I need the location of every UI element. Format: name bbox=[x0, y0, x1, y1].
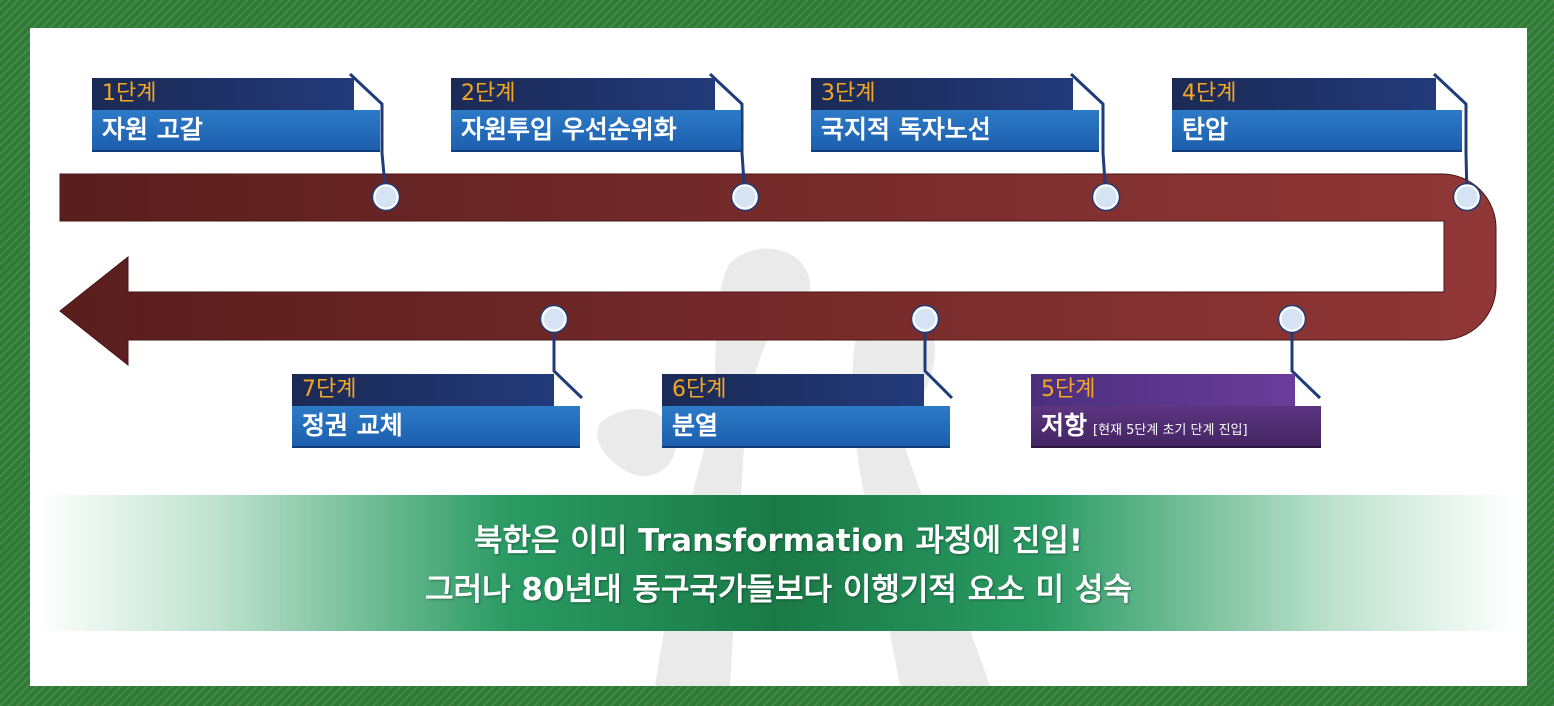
summary-line-1: 북한은 이미 Transformation 과정에 진입! bbox=[473, 523, 1084, 559]
stage-name: 자원 고갈 bbox=[92, 110, 380, 152]
stage-name: 국지적 독자노선 bbox=[811, 110, 1099, 152]
stage-name: 분열 bbox=[662, 406, 950, 448]
stage-3-card: 3단계 국지적 독자노선 bbox=[811, 78, 1099, 154]
stage-5-card-current: 5단계 저항 [현재 5단계 초기 단계 진입] bbox=[1031, 374, 1321, 450]
stage-number: 1단계 bbox=[92, 78, 354, 110]
node-stage-5 bbox=[1278, 305, 1306, 333]
stage-number: 3단계 bbox=[811, 78, 1073, 110]
stage-number: 2단계 bbox=[451, 78, 715, 110]
stage-1-card: 1단계 자원 고갈 bbox=[92, 78, 380, 154]
stage-name: 자원투입 우선순위화 bbox=[451, 110, 741, 152]
stage-name: 정권 교체 bbox=[292, 406, 580, 448]
stage-note: [현재 5단계 초기 단계 진입] bbox=[1093, 423, 1248, 438]
stage-name: 탄압 bbox=[1172, 110, 1462, 152]
stage-number: 5단계 bbox=[1031, 374, 1295, 406]
stage-number: 7단계 bbox=[292, 374, 554, 406]
stage-name-text: 저항 bbox=[1041, 411, 1088, 440]
stage-6-card: 6단계 분열 bbox=[662, 374, 950, 450]
stage-2-card: 2단계 자원투입 우선순위화 bbox=[451, 78, 741, 154]
node-stage-7 bbox=[540, 305, 568, 333]
node-stage-2 bbox=[731, 183, 759, 211]
stage-name: 저항 [현재 5단계 초기 단계 진입] bbox=[1031, 406, 1321, 448]
summary-line-2: 그러나 80년대 동구국가들보다 이행기적 요소 미 성숙 bbox=[425, 572, 1132, 608]
node-stage-1 bbox=[372, 183, 400, 211]
stage-4-card: 4단계 탄압 bbox=[1172, 78, 1462, 154]
node-stage-4 bbox=[1453, 183, 1481, 211]
diagram-panel: 1단계 자원 고갈 2단계 자원투입 우선순위화 3단계 국지적 독자노선 4단… bbox=[30, 28, 1527, 686]
process-arrow bbox=[59, 72, 1497, 400]
node-stage-3 bbox=[1092, 183, 1120, 211]
node-stage-6 bbox=[911, 305, 939, 333]
stage-number: 4단계 bbox=[1172, 78, 1436, 110]
summary-banner bbox=[36, 495, 1516, 631]
stage-7-card: 7단계 정권 교체 bbox=[292, 374, 580, 450]
stage-number: 6단계 bbox=[662, 374, 924, 406]
